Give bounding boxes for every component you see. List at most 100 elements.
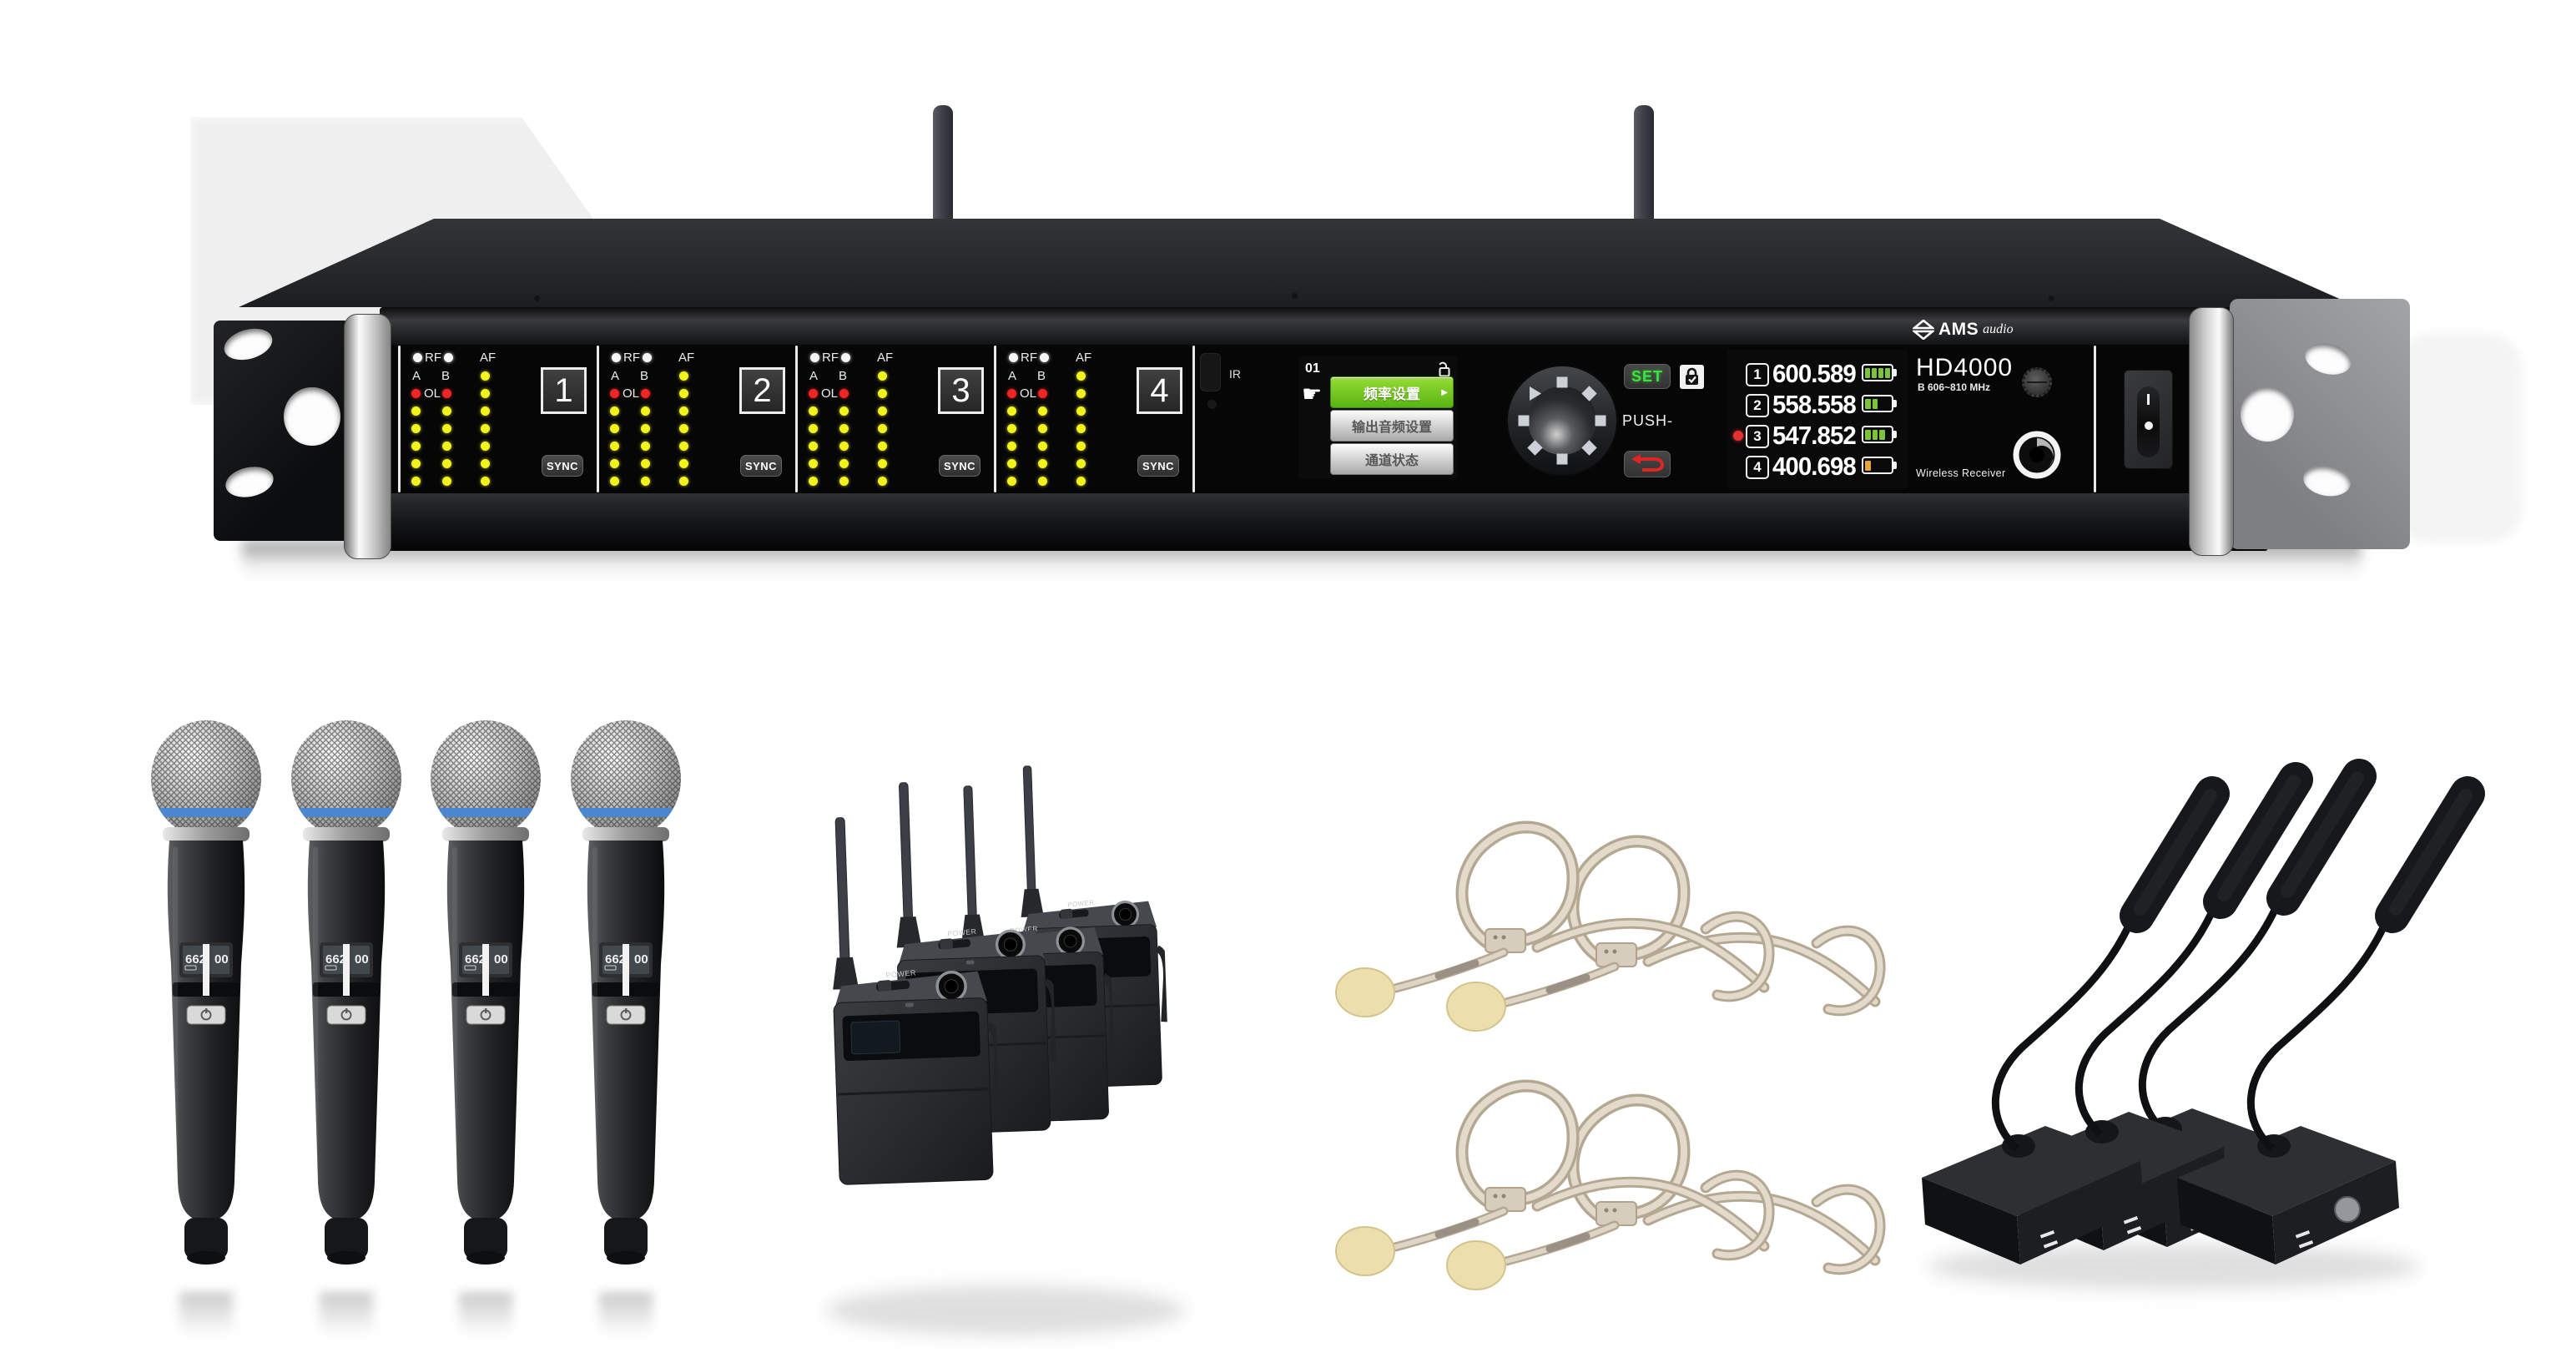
led-dot bbox=[839, 406, 849, 416]
jog-dial[interactable] bbox=[1504, 362, 1621, 479]
antenna-a-label: A bbox=[412, 369, 421, 383]
channel-strip-3: RF AF A B OL 3 SYNC bbox=[797, 346, 996, 493]
power-glyph bbox=[345, 1008, 348, 1013]
grille-ring-blue bbox=[151, 808, 261, 817]
rf-label: RF bbox=[822, 351, 839, 365]
overload-label: OL bbox=[424, 386, 441, 401]
sync-button[interactable]: SYNC bbox=[740, 455, 782, 477]
set-button[interactable]: SET bbox=[1624, 364, 1671, 389]
battery-bar bbox=[1865, 367, 1870, 378]
menu-item-2[interactable]: 输出音频设置 ▶ bbox=[1330, 410, 1454, 442]
diamond-logo-icon bbox=[1913, 320, 1934, 340]
jog-dial-markers bbox=[1518, 376, 1606, 465]
handheld-power-button[interactable] bbox=[466, 1005, 506, 1025]
display-divider-bar bbox=[203, 944, 209, 996]
channel-strip-1: RF AF A B OL 1 SYNC bbox=[400, 346, 598, 493]
bodypack-power-label: POWER bbox=[885, 968, 916, 979]
bodypack-power-label: POWER bbox=[947, 927, 977, 938]
handheld-power-button[interactable] bbox=[186, 1005, 226, 1025]
led-dot bbox=[679, 459, 688, 468]
led-dot bbox=[481, 389, 490, 398]
headset-neckband bbox=[1531, 1176, 1770, 1252]
led-dot bbox=[1076, 477, 1086, 486]
lock-check-icon bbox=[1680, 365, 1704, 393]
panel-divider bbox=[398, 346, 401, 492]
handheld-power-button[interactable] bbox=[606, 1005, 646, 1025]
led-dot bbox=[411, 442, 421, 451]
led-dot bbox=[411, 477, 421, 486]
handheld-frequency-left: 662 bbox=[465, 952, 486, 967]
led-dot bbox=[679, 406, 688, 416]
level-meter-a bbox=[610, 406, 619, 486]
gooseneck-microphone-4 bbox=[2174, 710, 2524, 1295]
led-dot bbox=[809, 477, 818, 486]
power-glyph bbox=[205, 1008, 208, 1013]
panel-divider bbox=[1192, 346, 1195, 492]
battery-bar bbox=[1878, 367, 1883, 378]
handheld-frequency-left: 662 bbox=[185, 952, 206, 967]
led-dot bbox=[878, 406, 887, 416]
freq-channel-number: 1 bbox=[1746, 363, 1769, 386]
handheld-microphone-2: 662 00 bbox=[288, 714, 405, 1298]
handheld-frequency-right: 00 bbox=[355, 952, 369, 967]
led-dot bbox=[442, 424, 451, 433]
af-label: AF bbox=[1076, 351, 1092, 365]
talk-button[interactable] bbox=[2334, 1196, 2361, 1223]
headset-neckband bbox=[1531, 917, 1770, 993]
rack-handle-right[interactable] bbox=[2189, 307, 2234, 556]
frequency-row-4: 4 400.698 bbox=[1727, 452, 1908, 481]
grille-ring-blue bbox=[291, 808, 401, 817]
led-dot bbox=[1038, 442, 1047, 451]
sync-button[interactable]: SYNC bbox=[939, 455, 980, 477]
sync-button[interactable]: SYNC bbox=[1137, 455, 1179, 477]
battery-bar bbox=[1879, 429, 1885, 440]
headset-boom-arm bbox=[1501, 1220, 1620, 1266]
led-dot bbox=[679, 389, 688, 398]
menu-item-3[interactable]: 通道状态 ▶ bbox=[1330, 443, 1454, 475]
headset-ear-hook-right bbox=[1811, 1184, 1886, 1275]
led-dot bbox=[679, 371, 688, 381]
rack-handle-left[interactable] bbox=[344, 314, 391, 559]
return-button[interactable] bbox=[1624, 451, 1671, 477]
led-dot bbox=[442, 459, 451, 468]
headset-foam-windscreen bbox=[1446, 1240, 1506, 1290]
led-dot bbox=[481, 459, 490, 468]
level-meter-a bbox=[1007, 406, 1016, 486]
led-dot bbox=[809, 459, 818, 468]
screw bbox=[534, 295, 540, 301]
rf-diversity-b-led bbox=[643, 353, 652, 362]
handheld-power-button[interactable] bbox=[326, 1005, 366, 1025]
handheld-frequency-right: 00 bbox=[634, 952, 648, 967]
headset-boom-arm bbox=[1390, 947, 1509, 993]
power-switch[interactable] bbox=[2124, 370, 2173, 469]
mic-reflection bbox=[459, 1292, 512, 1335]
menu-item-label: 通道状态 bbox=[1364, 454, 1419, 468]
gooseneck-microphone-3 bbox=[1918, 710, 2269, 1295]
power-on-mark bbox=[2147, 394, 2150, 405]
overload-a-led bbox=[809, 389, 818, 398]
power-rocker[interactable] bbox=[2137, 386, 2160, 457]
gooseneck-neck bbox=[2074, 910, 2216, 1138]
headset-microphone-4 bbox=[1328, 1056, 1779, 1315]
led-dot bbox=[1076, 424, 1086, 433]
gooseneck-base-front bbox=[2017, 1161, 2144, 1265]
handheld-battery-icon bbox=[604, 965, 617, 971]
menu-item-1[interactable]: 频率设置 ▶ bbox=[1330, 376, 1454, 408]
battery-icon bbox=[1862, 457, 1897, 474]
led-dot bbox=[481, 442, 490, 451]
battery-bar bbox=[1872, 367, 1877, 378]
gooseneck-neck bbox=[2246, 924, 2388, 1152]
frequency-row-2: 2 558.558 bbox=[1727, 390, 1908, 419]
menu-channel-indicator: 01 bbox=[1305, 361, 1320, 376]
volume-knob[interactable] bbox=[2022, 367, 2052, 397]
headphone-jack[interactable] bbox=[2013, 431, 2061, 483]
led-dot bbox=[679, 424, 688, 433]
sync-button[interactable]: SYNC bbox=[542, 455, 583, 477]
overload-b-led bbox=[839, 389, 849, 398]
brand-logo: AMS audio bbox=[1913, 320, 2014, 340]
gooseneck-neck bbox=[1991, 924, 2133, 1152]
led-dot bbox=[1007, 424, 1016, 433]
antenna-b-label: B bbox=[1037, 369, 1046, 383]
frequency-value: 547.852 bbox=[1772, 421, 1857, 450]
led-dot bbox=[878, 389, 887, 398]
